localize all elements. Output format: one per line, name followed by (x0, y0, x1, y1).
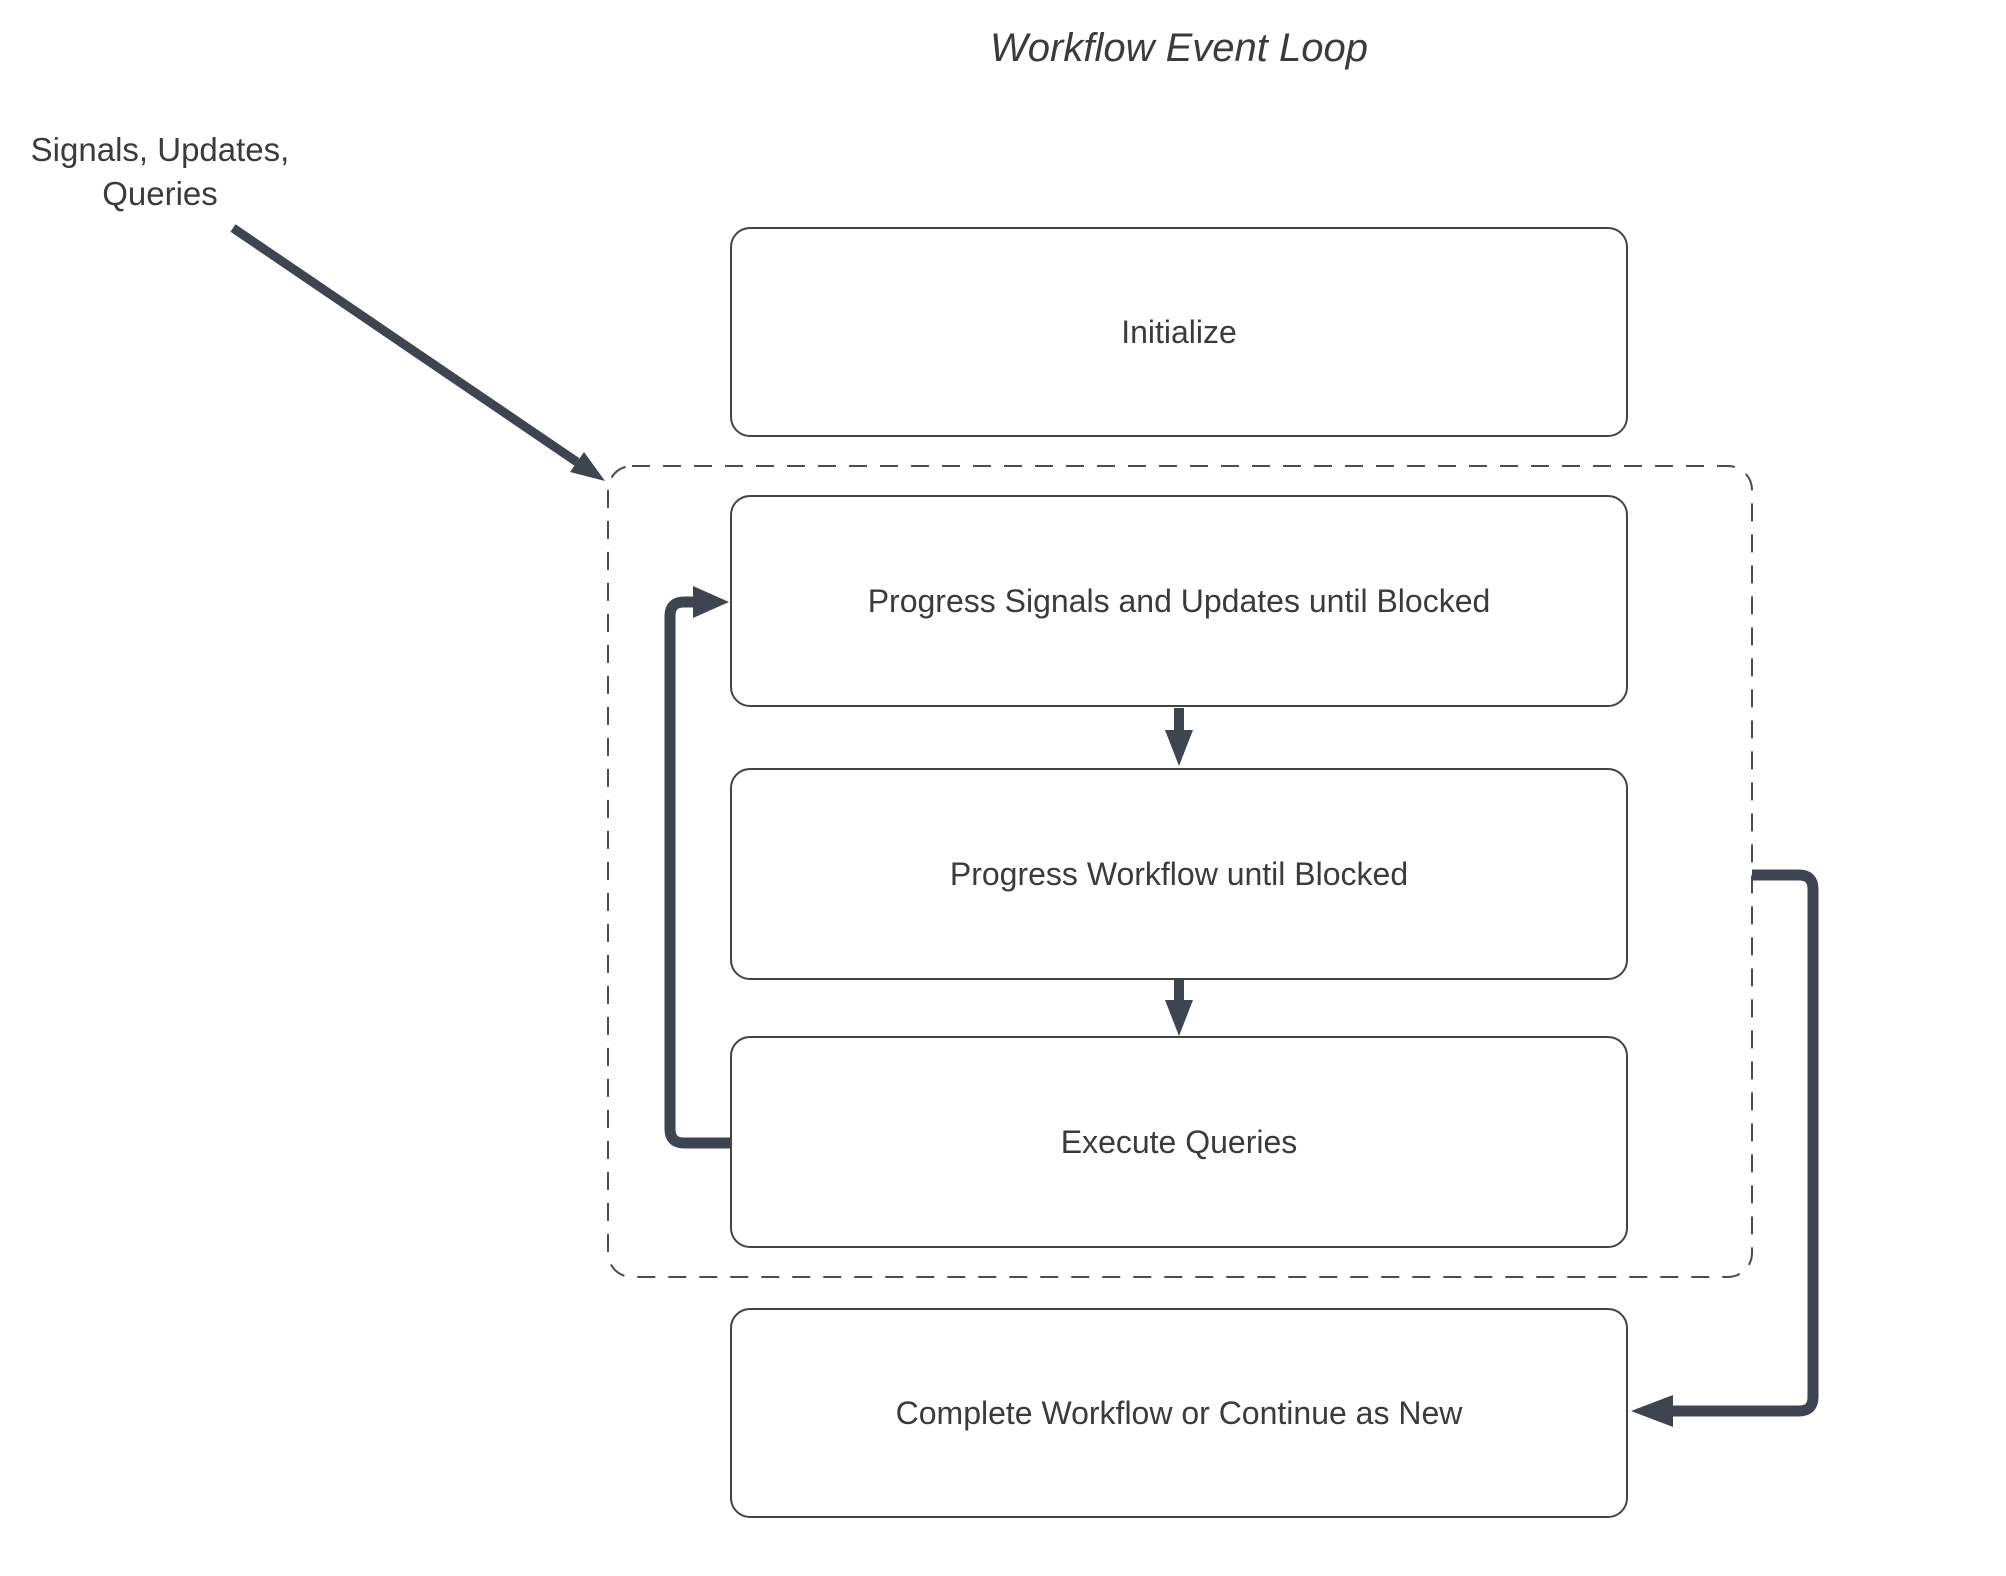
node-initialize-label: Initialize (1121, 313, 1237, 350)
node-progress-signals-label: Progress Signals and Updates until Block… (867, 582, 1491, 619)
node-initialize: Initialize (730, 227, 1628, 437)
node-execute-queries-label: Execute Queries (1060, 1123, 1298, 1160)
continue-exit-arrow (1631, 869, 1819, 1427)
arrow-signals-to-workflow (1165, 708, 1193, 766)
event-loop-dashed-container (607, 465, 1753, 1278)
node-execute-queries: Execute Queries (730, 1036, 1628, 1248)
node-complete-workflow: Complete Workflow or Continue as New (730, 1308, 1628, 1518)
diagram-title: Workflow Event Loop (990, 26, 1368, 70)
node-progress-signals: Progress Signals and Updates until Block… (730, 495, 1628, 707)
node-progress-workflow: Progress Workflow until Blocked (730, 768, 1628, 980)
node-complete-workflow-label: Complete Workflow or Continue as New (895, 1394, 1463, 1431)
arrow-workflow-to-queries (1165, 978, 1193, 1036)
annotation-line-1: Signals, Updates, (30, 131, 290, 168)
node-progress-workflow-label: Progress Workflow until Blocked (949, 855, 1409, 892)
loop-back-arrow (664, 586, 730, 1149)
signals-updates-queries-label: Signals, Updates, Queries (20, 128, 300, 216)
annotation-line-2: Queries (102, 175, 218, 212)
signals-input-arrow (230, 224, 605, 481)
